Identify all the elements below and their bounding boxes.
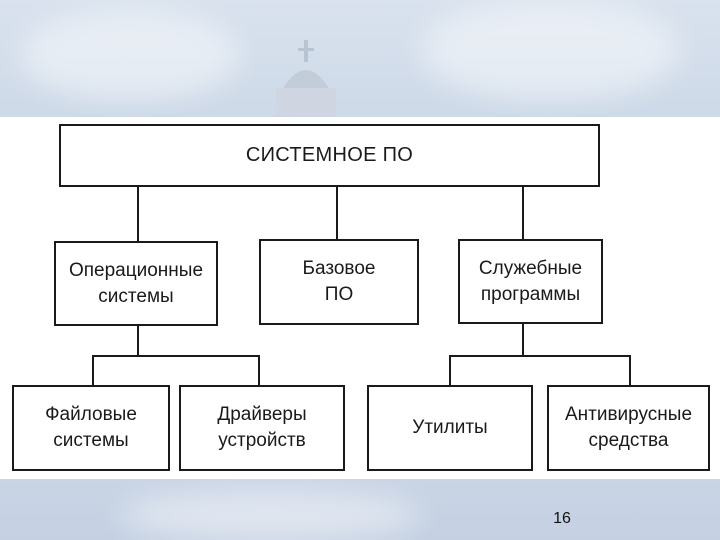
background-cloud — [20, 10, 240, 100]
connector-line — [92, 355, 260, 357]
connector-line — [629, 355, 631, 386]
church-dome-image — [276, 40, 336, 120]
node-utility-programs: Служебные программы — [458, 239, 603, 324]
node-operating-systems: Операционные системы — [54, 241, 218, 326]
node-antivirus-tools: Антивирусные средства — [547, 385, 710, 471]
slide-number: 16 — [553, 510, 571, 527]
connector-line — [258, 355, 260, 386]
connector-line — [92, 355, 94, 386]
root-node-system-software: СИСТЕМНОЕ ПО — [59, 124, 600, 187]
node-utilities: Утилиты — [367, 385, 533, 471]
background-cloud — [420, 0, 680, 100]
connector-line — [137, 186, 139, 242]
node-base-software: Базовое ПО — [259, 239, 419, 325]
connector-line — [522, 323, 524, 355]
connector-line — [449, 355, 631, 357]
connector-line — [522, 186, 524, 240]
node-device-drivers: Драйверы устройств — [179, 385, 345, 471]
background-cloud — [120, 490, 420, 540]
connector-line — [137, 325, 139, 355]
connector-line — [336, 186, 338, 240]
connector-line — [449, 355, 451, 386]
node-file-systems: Файловые системы — [12, 385, 170, 471]
